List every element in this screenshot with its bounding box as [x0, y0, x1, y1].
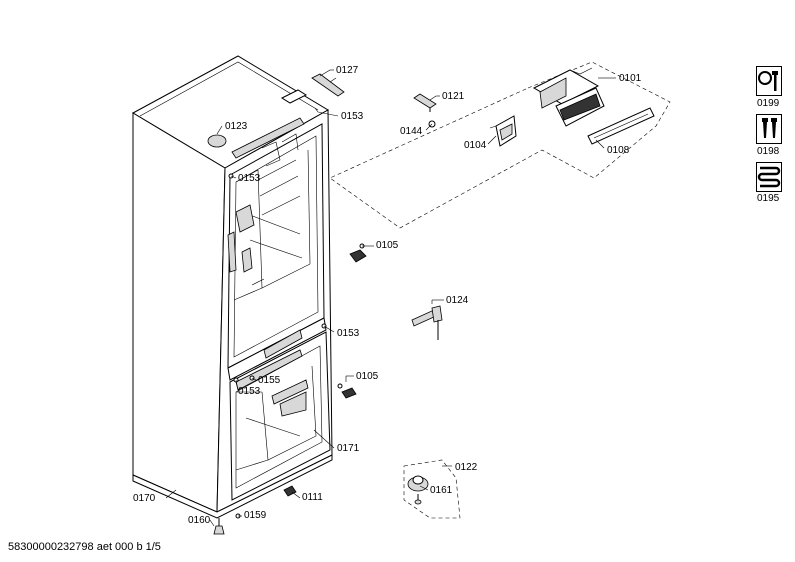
- part-0111-clip: [283, 485, 297, 497]
- label-0105-lower: 0105: [356, 371, 379, 382]
- document-id-footer: 58300000232798 aet 000 b 1/5: [8, 541, 161, 553]
- label-0121: 0121: [442, 91, 465, 102]
- label-0101: 0101: [619, 73, 642, 84]
- part-0122-thermostat: [407, 475, 429, 505]
- label-0123: 0123: [225, 121, 248, 132]
- label-0171: 0171: [337, 443, 360, 454]
- label-0153-top-right: 0153: [341, 111, 364, 122]
- label-0155: 0155: [258, 375, 281, 386]
- cable-icon[interactable]: [756, 162, 782, 192]
- part-0121-bracket: [413, 93, 437, 128]
- tools-icon[interactable]: [756, 66, 782, 96]
- label-0122: 0122: [455, 462, 478, 473]
- part-0127-cover: [311, 73, 345, 97]
- part-0105-lower-light: [337, 383, 357, 399]
- label-0161: 0161: [430, 485, 453, 496]
- part-0104-display: [489, 115, 517, 147]
- label-0104: 0104: [464, 140, 487, 151]
- icon-label-0198: 0198: [757, 146, 780, 157]
- label-0144: 0144: [400, 126, 423, 137]
- control-module-outline: [329, 61, 671, 229]
- label-0108: 0108: [607, 145, 630, 156]
- label-0153-mid: 0153: [337, 328, 360, 339]
- fridge-cabinet: [131, 55, 333, 519]
- label-0111: 0111: [302, 492, 323, 503]
- label-0153-top-left: 0153: [238, 173, 261, 184]
- icon-label-0195: 0195: [757, 193, 780, 204]
- label-0159: 0159: [244, 510, 267, 521]
- part-0105-upper-light: [349, 243, 367, 263]
- leader-lines: [165, 69, 616, 527]
- label-0105-upper: 0105: [376, 240, 399, 251]
- part-0108-trim-strip: [587, 107, 655, 145]
- label-0160: 0160: [188, 515, 211, 526]
- label-0153-low: 0153: [238, 386, 261, 397]
- label-0170: 0170: [133, 493, 156, 504]
- label-0127: 0127: [336, 65, 359, 76]
- thermostat-outline: [403, 459, 461, 519]
- icon-label-0199: 0199: [757, 98, 780, 109]
- label-0124: 0124: [446, 295, 469, 306]
- screws-icon[interactable]: [756, 114, 782, 144]
- part-0124-hinge: [411, 305, 443, 340]
- part-0101-control-housing: [532, 67, 605, 127]
